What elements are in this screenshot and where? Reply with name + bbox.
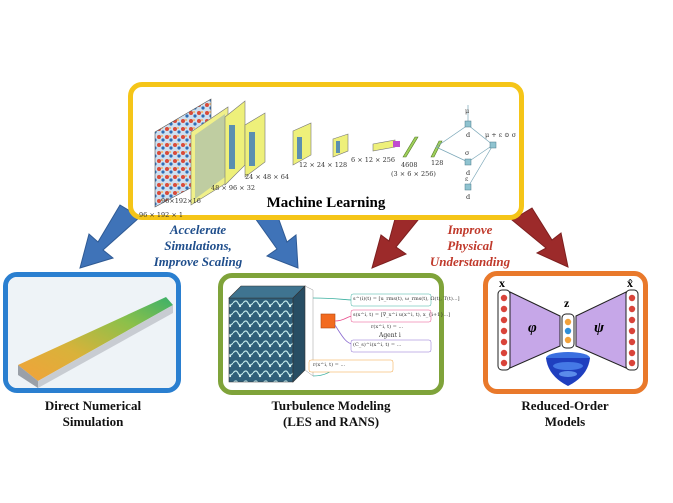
cnn-architecture-diagram — [154, 98, 497, 208]
conv-block-3 — [244, 112, 266, 178]
equation-state: s^(i)(t) = [u_rms(t), ω_rms(t), Ω(t), T(… — [353, 296, 460, 302]
latent-node-sigma — [464, 158, 472, 166]
latent-label-d3: d — [466, 193, 471, 201]
output-nodes — [628, 294, 636, 367]
dns-visualization — [8, 277, 176, 388]
latent-label-z: μ + ε ⊙ σ — [485, 131, 517, 139]
latent-graph — [435, 105, 494, 188]
dim-label-9: 128 — [431, 159, 444, 167]
latent-node-eps — [464, 183, 472, 191]
machine-learning-panel: 96 × 192 × 1 96×192×16 48 × 96 × 32 24 ×… — [128, 82, 524, 220]
latent-label: z — [564, 296, 570, 310]
blue-arrow-label: Accelerate Simulations, Improve Scaling — [153, 222, 243, 269]
les-cube-top — [228, 285, 306, 299]
conv-block-6 — [372, 139, 400, 152]
latent-label-mu: μ — [465, 107, 470, 115]
latent-node-mu — [464, 120, 472, 128]
les-cube-front — [228, 297, 294, 383]
machine-learning-title: Machine Learning — [266, 195, 386, 211]
conv-block-4 — [292, 122, 312, 166]
dns-caption: Direct Numerical Simulation — [44, 398, 142, 429]
latent-label-d2: d — [466, 169, 471, 177]
latent-node-z — [489, 141, 497, 149]
red-arrow-right — [511, 207, 569, 268]
dim-label-8: (3 × 6 × 256) — [391, 170, 436, 178]
dim-label-5: 12 × 24 × 128 — [299, 161, 348, 169]
turbulence-caption: Turbulence Modeling (LES and RANS) — [271, 398, 391, 429]
latent-node-3 — [564, 336, 572, 344]
blue-arrow-left — [79, 204, 141, 269]
latent-label-eps: ε — [465, 175, 469, 183]
dim-label-1: 96 × 192 × 1 — [139, 211, 183, 219]
input-label: x — [499, 276, 505, 290]
turbulence-panel: s^(i)(t) = [u_rms(t), ω_rms(t), Ω(t), T(… — [218, 273, 460, 395]
red-arrow-left — [371, 207, 419, 269]
dns-side-face — [38, 305, 173, 388]
dns-flow-surface — [18, 297, 173, 381]
equation-reward: r(x^i, t) = ... — [371, 324, 404, 330]
red-arrow-label: Improve Physical Understanding — [429, 222, 511, 269]
conv-block-1 — [190, 106, 229, 206]
rom-panel: x z x̂ φ ψ — [483, 271, 648, 394]
les-cube-side — [292, 285, 306, 383]
dim-label-6: 6 × 12 × 256 — [351, 156, 395, 164]
encoder-label: φ — [528, 320, 537, 336]
equation-action: (C_s)^i(x^i, t) = ... — [353, 342, 402, 348]
decoder-label: ψ — [594, 320, 605, 336]
autoencoder-diagram — [497, 289, 639, 386]
latent-node-1 — [564, 318, 572, 326]
latent-node-2 — [564, 327, 572, 335]
turbulence-visualization — [228, 285, 432, 383]
agent-label: Agent i — [379, 332, 401, 339]
dim-label-2: 96×192×16 — [161, 197, 201, 205]
latent-label-d1: d — [466, 131, 471, 139]
dim-label-7: 4608 — [401, 161, 418, 169]
agent-cell — [320, 313, 336, 329]
input-nodes — [500, 294, 508, 367]
dns-panel — [3, 272, 181, 393]
dns-wall-face — [18, 365, 38, 388]
dim-label-3: 48 × 96 × 32 — [211, 184, 255, 192]
blue-funnel-surface — [546, 352, 590, 386]
equation-local-state: s(x^i, t) = [∇_x^i u(x^i, t), x_{i+1}...… — [353, 312, 451, 318]
dense-4608 — [402, 136, 419, 158]
rom-caption: Reduced-Order Models — [521, 398, 609, 429]
conv-block-5 — [332, 133, 349, 158]
output-label: x̂ — [627, 276, 633, 290]
latent-label-sigma: σ — [465, 149, 470, 157]
dim-label-4: 24 × 48 × 64 — [245, 173, 289, 181]
equation-reward-2: r(x^i, t) = ... — [313, 362, 346, 368]
